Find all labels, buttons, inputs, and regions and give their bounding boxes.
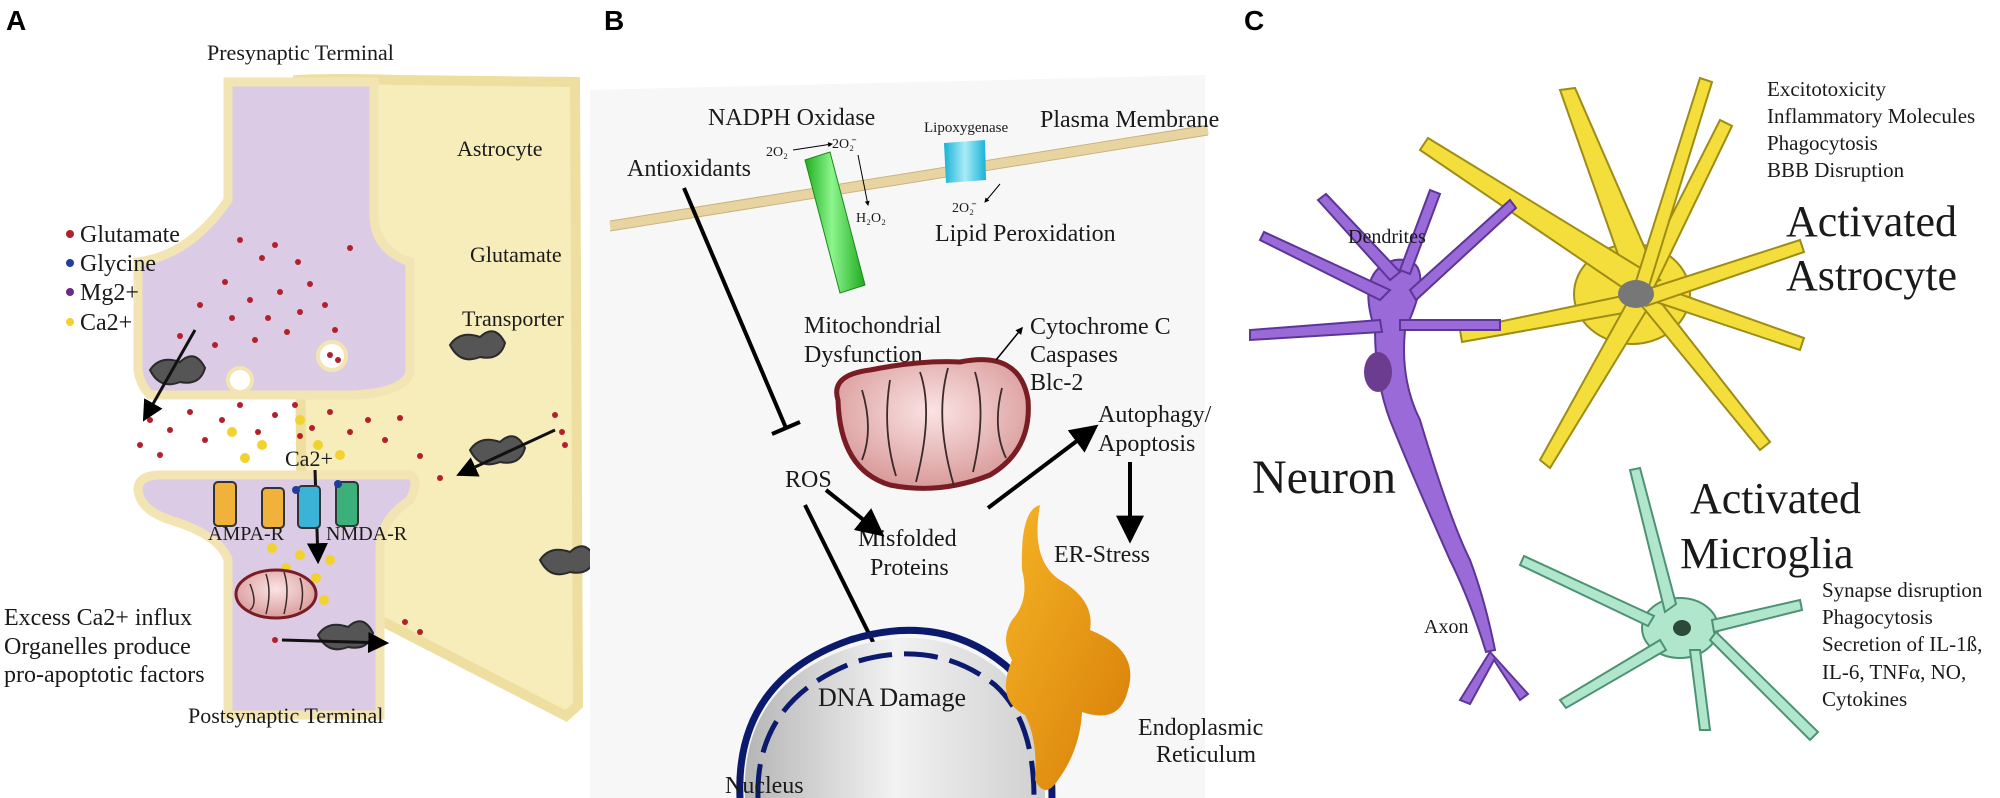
astrocyte-nucleus bbox=[1618, 280, 1654, 308]
neuron-nucleus bbox=[1364, 352, 1392, 392]
misfolded-label-1: Misfolded bbox=[858, 526, 957, 552]
lipoxygenase-channel bbox=[944, 140, 986, 183]
er-label-1: Endoplasmic bbox=[1138, 715, 1263, 741]
astro-list-1: Excitotoxicity bbox=[1767, 77, 1886, 101]
endoplasmic-reticulum bbox=[1005, 505, 1131, 790]
glutamate-transporter-label-1: Glutamate bbox=[470, 242, 562, 267]
legend-swatch-mg bbox=[66, 288, 74, 296]
panel-label-c: C bbox=[1244, 5, 1264, 36]
blc2-label: Blc-2 bbox=[1030, 370, 1083, 396]
nucleus-label: Nucleus bbox=[725, 773, 804, 798]
legend-glutamate: Glutamate bbox=[80, 222, 180, 248]
neuron-label: Neuron bbox=[1252, 451, 1396, 504]
legend-swatch-glutamate bbox=[66, 230, 74, 238]
inhibition-line bbox=[682, 187, 788, 429]
postsynaptic-label: Postsynaptic Terminal bbox=[188, 703, 383, 728]
lipox-label: Lipoxygenase bbox=[924, 120, 1008, 136]
activated-microglia bbox=[1518, 466, 1820, 742]
autophagy-label-1: Autophagy/ bbox=[1098, 402, 1212, 428]
glutamate-transporter-label-2: Transporter bbox=[462, 306, 565, 331]
nadph-oxidase-channel bbox=[804, 151, 866, 294]
mitochondrion bbox=[834, 357, 1031, 491]
misfolded-label-2: Proteins bbox=[870, 555, 949, 581]
astro-list-4: BBB Disruption bbox=[1767, 158, 1905, 182]
astro-list-3: Phagocytosis bbox=[1767, 131, 1878, 155]
micro-list-4: IL-6, TNFα, NO, bbox=[1822, 660, 1966, 684]
astrocyte-label: Astrocyte bbox=[457, 136, 543, 161]
activated-astrocyte-label-1: Activated bbox=[1786, 197, 1957, 246]
mito-label-1: Mitochondrial bbox=[804, 313, 942, 339]
legend-swatch-glycine bbox=[66, 259, 74, 267]
ampa-label: AMPA-R bbox=[208, 523, 285, 545]
o2-right: 2O₂̄ bbox=[832, 137, 857, 152]
activated-microglia-label-2: Microglia bbox=[1680, 529, 1854, 578]
excess-line-2: Organelles produce bbox=[4, 634, 191, 660]
astro-list-2: Inflammatory Molecules bbox=[1767, 104, 1975, 128]
transporters bbox=[148, 330, 597, 651]
dna-damage-label: DNA Damage bbox=[818, 683, 966, 712]
glutamate-dots bbox=[137, 237, 568, 643]
presynaptic-terminal bbox=[133, 77, 415, 400]
legend-ca: Ca2+ bbox=[80, 310, 132, 336]
ca-influx-label: Ca2+ bbox=[285, 446, 333, 471]
dendrites-label: Dendrites bbox=[1348, 226, 1426, 248]
h2o2-label: H₂O₂ bbox=[856, 211, 886, 226]
presynaptic-label: Presynaptic Terminal bbox=[207, 40, 394, 65]
er-stress-label: ER-Stress bbox=[1054, 542, 1150, 568]
excess-line-3: pro-apoptotic factors bbox=[4, 662, 205, 688]
antioxidants-label: Antioxidants bbox=[627, 156, 751, 182]
er-label-2: Reticulum bbox=[1156, 742, 1256, 768]
cyto-c-label: Cytochrome C bbox=[1030, 314, 1171, 340]
mitochondrion-small bbox=[234, 568, 318, 620]
excess-line-1: Excess Ca2+ influx bbox=[4, 605, 192, 631]
nmda-label: NMDA-R bbox=[326, 523, 408, 545]
panel-b-arrows bbox=[803, 424, 1144, 672]
autophagy-label-2: Apoptosis bbox=[1098, 431, 1195, 457]
legend-swatch-ca bbox=[66, 318, 74, 326]
receptors bbox=[213, 480, 359, 529]
micro-list-2: Phagocytosis bbox=[1822, 605, 1933, 629]
micro-list-5: Cytokines bbox=[1822, 687, 1907, 711]
nadph-label: NADPH Oxidase bbox=[708, 105, 875, 131]
neuron bbox=[1249, 188, 1530, 706]
activated-astrocyte bbox=[1418, 76, 1806, 470]
lipid-peroxidation-label: Lipid Peroxidation bbox=[935, 221, 1116, 247]
ros-label: ROS bbox=[785, 467, 832, 493]
micro-list-3: Secretion of IL-1ß, bbox=[1822, 632, 1982, 656]
caspases-label: Caspases bbox=[1030, 342, 1118, 368]
activated-microglia-label-1: Activated bbox=[1690, 474, 1861, 523]
legend-glycine: Glycine bbox=[80, 251, 156, 277]
plasma-membrane bbox=[609, 125, 1209, 231]
micro-list-1: Synapse disruption bbox=[1822, 578, 1983, 602]
vesicle bbox=[226, 366, 254, 394]
plasma-membrane-label: Plasma Membrane bbox=[1040, 107, 1219, 133]
microglia-nucleus bbox=[1673, 620, 1691, 636]
panel-label-b: B bbox=[604, 5, 624, 36]
axon-label: Axon bbox=[1424, 616, 1468, 638]
legend-mg: Mg2+ bbox=[80, 280, 139, 306]
activated-astrocyte-label-2: Astrocyte bbox=[1786, 251, 1957, 300]
o2-left: 2O₂ bbox=[766, 145, 788, 160]
panel-label-a: A bbox=[6, 5, 26, 36]
legend: Glutamate Glycine Mg2+ Ca2+ bbox=[66, 222, 180, 336]
lipox-o2: 2O₂̄ bbox=[952, 201, 977, 216]
